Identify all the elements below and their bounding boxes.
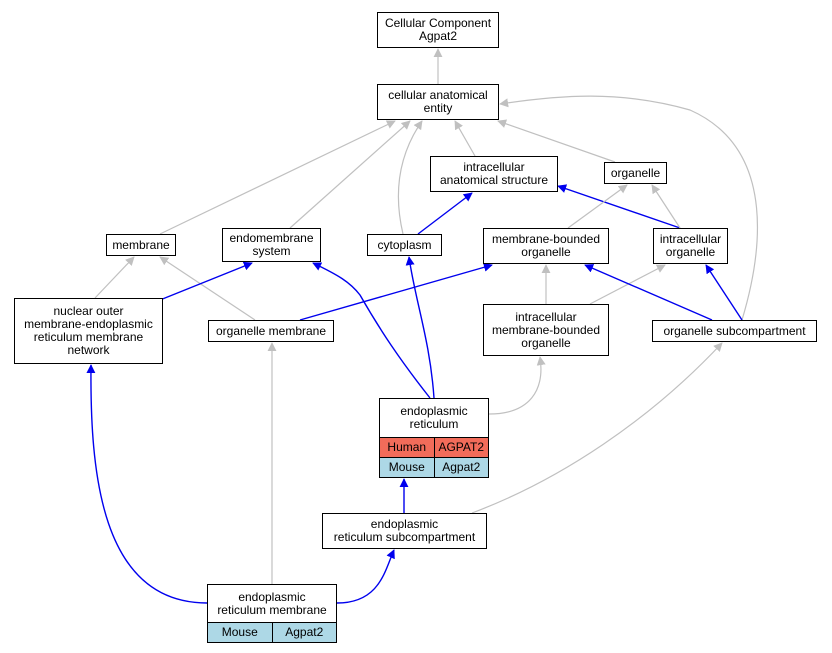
- species-cell: Human: [387, 440, 427, 454]
- edge-part_of-intracellular_organelle-to-intracellular_anatomical_structure: [557, 184, 681, 229]
- node-label: endomembrane system: [229, 231, 314, 258]
- node-intracellular-anatomical-structure[interactable]: intracellular anatomical structure: [430, 156, 558, 192]
- node-intracellular-organelle[interactable]: intracellular organelle: [653, 228, 728, 264]
- node-organelle[interactable]: organelle: [604, 162, 667, 184]
- node-er-membrane[interactable]: endoplasmic reticulum membrane Mouse Agp…: [207, 584, 337, 643]
- edge-part_of-nuclear_outer_membrane-to-endomembrane_system: [159, 261, 253, 301]
- species-cell: Mouse: [388, 460, 425, 474]
- edge-is_a-organelle_membrane-to-membrane: [159, 256, 256, 321]
- node-label: organelle membrane: [215, 323, 327, 338]
- edge-part_of-endoplasmic_reticulum-to-cytoplasm: [405, 256, 435, 399]
- node-cellular-anatomical-entity[interactable]: cellular anatomical entity: [377, 84, 499, 120]
- node-label: organelle: [610, 165, 661, 180]
- node-label: Cellular Component Agpat2: [384, 16, 492, 43]
- edge-part_of-cytoplasm-to-intracellular_anatomical_structure: [417, 192, 473, 235]
- node-label: cellular anatomical entity: [388, 88, 488, 115]
- node-label: endoplasmic reticulum membrane: [217, 589, 327, 617]
- edge-is_a-organelle_subcompartment-to-cellular_anatomical_entity: [499, 95, 759, 321]
- node-membrane-bounded-organelle[interactable]: membrane-bounded organelle: [483, 228, 609, 264]
- node-membrane[interactable]: membrane: [106, 234, 176, 256]
- gene-row-human: Human AGPAT2: [380, 437, 488, 457]
- edge-part_of-organelle_subcompartment-to-membrane_bounded_organelle: [584, 264, 713, 321]
- node-intracellular-membrane-bounded-organelle[interactable]: intracellular membrane-bounded organelle: [483, 304, 609, 356]
- node-label: intracellular organelle: [659, 232, 722, 259]
- node-er-subcompartment[interactable]: endoplasmic reticulum subcompartment: [322, 513, 487, 549]
- edge-is_a-membrane_bounded_organelle-to-organelle: [567, 184, 628, 229]
- node-endomembrane-system[interactable]: endomembrane system: [222, 228, 321, 262]
- edge-is_a-cytoplasm-to-cellular_anatomical_entity: [397, 120, 423, 235]
- edge-is_a-intracellular_anatomical_structure-to-cellular_anatomical_entity: [454, 120, 476, 157]
- gene-row-mouse: Mouse Agpat2: [208, 622, 336, 642]
- node-label: cytoplasm: [377, 237, 432, 252]
- node-label: intracellular anatomical structure: [439, 160, 549, 187]
- node-cellular-component[interactable]: Cellular Component Agpat2: [377, 12, 499, 48]
- edge-is_a-nuclear_outer_membrane-to-membrane: [94, 256, 135, 299]
- node-label: organelle subcompartment: [663, 323, 806, 338]
- edge-part_of-organelle_membrane-to-membrane_bounded_organelle: [299, 262, 493, 321]
- edge-is_a-organelle-to-cellular_anatomical_entity: [497, 119, 616, 163]
- node-nuclear-outer-membrane-er-network[interactable]: nuclear outer membrane-endoplasmic retic…: [14, 298, 163, 364]
- gene-row-mouse: Mouse Agpat2: [380, 457, 488, 477]
- node-organelle-subcompartment[interactable]: organelle subcompartment: [652, 320, 817, 342]
- edge-is_a-intracellular_organelle-to-organelle: [651, 184, 681, 229]
- node-label: endoplasmic reticulum: [400, 404, 468, 431]
- node-label: membrane-bounded organelle: [491, 232, 601, 259]
- node-cytoplasm[interactable]: cytoplasm: [367, 234, 442, 256]
- edge-part_of-er_membrane-to-er_subcompartment: [336, 549, 395, 604]
- node-endoplasmic-reticulum[interactable]: endoplasmic reticulum Human AGPAT2 Mouse…: [379, 398, 489, 478]
- gene-cell[interactable]: Agpat2: [271, 623, 337, 642]
- edge-part_of-er_membrane-to-nuclear_outer_membrane: [86, 364, 208, 604]
- edge-is_a-er_subcompartment-to-organelle_subcompartment: [471, 342, 723, 514]
- gene-cell[interactable]: Agpat2: [433, 458, 489, 477]
- gene-cell[interactable]: AGPAT2: [433, 438, 489, 457]
- node-label: endoplasmic reticulum subcompartment: [333, 517, 476, 544]
- species-cell: Mouse: [221, 625, 258, 639]
- edge-part_of-endoplasmic_reticulum-to-endomembrane_system: [312, 262, 431, 399]
- edge-is_a-intracellular_mbo-to-intracellular_organelle: [589, 264, 666, 305]
- edge-is_a-endomembrane_system-to-cellular_anatomical_entity: [289, 120, 411, 229]
- node-label: intracellular membrane-bounded organelle: [491, 309, 601, 350]
- node-organelle-membrane[interactable]: organelle membrane: [208, 320, 334, 342]
- edge-part_of-organelle_subcompartment-to-intracellular_organelle: [705, 264, 743, 321]
- edge-is_a-membrane-to-cellular_anatomical_entity: [159, 120, 396, 235]
- edge-is_a-endoplasmic_reticulum-to-intracellular_mbo: [488, 356, 546, 415]
- node-label: membrane: [112, 237, 170, 252]
- node-label: nuclear outer membrane-endoplasmic retic…: [24, 304, 153, 357]
